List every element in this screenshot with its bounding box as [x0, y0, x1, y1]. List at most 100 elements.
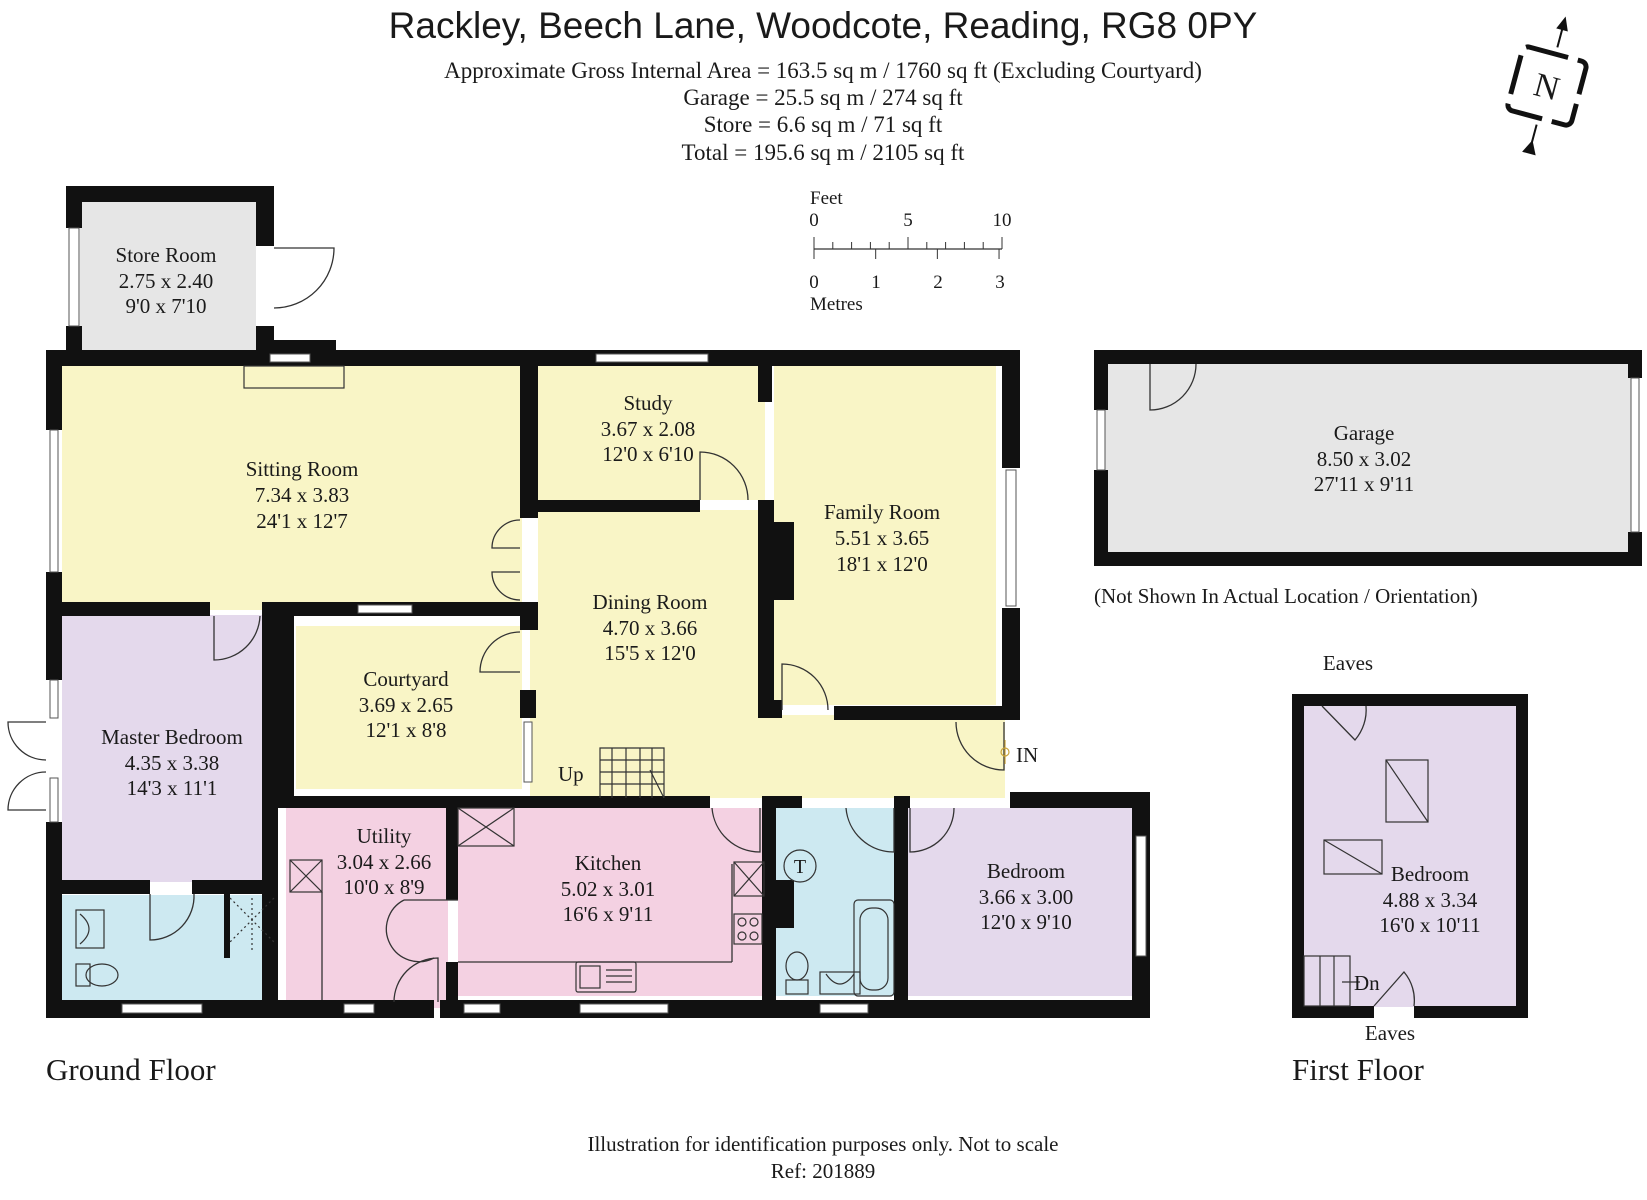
scale-metre-tick-3: 3 [995, 272, 1005, 293]
garage-wall-left-bottom [1094, 470, 1108, 566]
first-wall-top [1292, 694, 1520, 706]
master-bedroom-metric: 4.35 x 3.38 [125, 751, 220, 775]
window-courtyard-right [523, 721, 533, 783]
bathroom-fill [776, 808, 898, 996]
master-bedroom-imperial: 14'3 x 11'1 [127, 776, 218, 800]
store-wall-top [66, 186, 274, 202]
scale-metre-tick-0: 0 [809, 272, 819, 293]
eaves-bottom-label: Eaves [1365, 1021, 1415, 1045]
wall-sitting-dining [520, 366, 538, 518]
area-line-total: Total = 195.6 sq m / 2105 sq ft [682, 140, 965, 165]
velux-window-icon-1 [1385, 759, 1429, 823]
sitting-dining-door-bottom [491, 571, 521, 601]
first-wall-right [1516, 694, 1528, 1018]
footer: Illustration for identification purposes… [587, 1132, 1058, 1183]
window-courtyard-top [357, 604, 413, 614]
garage-door [1149, 363, 1197, 411]
store-wall-left-top [66, 186, 82, 228]
kitchen-appliance-icon [733, 861, 765, 897]
sitting-dining-door-top [491, 519, 521, 549]
bedroom-name: Bedroom [987, 859, 1065, 883]
ensuite-shower-wall [224, 894, 230, 958]
kitchen-worktop [385, 899, 435, 963]
window-garage-left [1096, 409, 1106, 471]
staircase-icon [599, 747, 665, 799]
window-kitchen-right [579, 1003, 669, 1014]
garage-metric: 8.50 x 3.02 [1317, 447, 1412, 471]
master-french-door-top [7, 721, 47, 761]
family-fireplace [772, 522, 794, 600]
reference-number: Ref: 201889 [771, 1159, 875, 1183]
first-floor-door-bottom [1373, 971, 1416, 1007]
first-bedroom-imperial: 16'0 x 10'11 [1379, 913, 1480, 937]
wall-left-lower [46, 822, 62, 1018]
garage-wall-top [1094, 350, 1642, 364]
courtyard-door [479, 631, 521, 673]
first-floor-label: First Floor [1292, 1052, 1424, 1087]
misc-labels: Up IN Dn Eaves Eaves (Not Shown In Actua… [46, 584, 1478, 1087]
study-imperial: 12'0 x 6'10 [602, 442, 694, 466]
first-floor-bedroom-fill [1302, 705, 1518, 1007]
wall-kitchen-bath [762, 796, 776, 1002]
ensuite-toilet-icon [75, 963, 119, 987]
master-door [213, 615, 261, 661]
bath-icon [853, 899, 895, 997]
entrance-label: IN [1016, 743, 1038, 767]
family-room-fill [774, 365, 996, 705]
dining-hall-fill [530, 510, 1005, 798]
bath-cylinder-wall [776, 880, 794, 928]
dining-room-imperial: 15'5 x 12'0 [604, 641, 696, 665]
garage-imperial: 27'11 x 9'11 [1314, 472, 1415, 496]
page-title: Rackley, Beech Lane, Woodcote, Reading, … [389, 5, 1258, 46]
wall-kitchen-top [452, 796, 710, 808]
store-room-fill [80, 202, 256, 350]
utility-imperial: 10'0 x 8'9 [343, 875, 424, 899]
stairs-down-label: Dn [1354, 971, 1380, 995]
scale-metre-tick-2: 2 [933, 272, 943, 293]
ensuite-door [149, 893, 195, 941]
sitting-room-fill [62, 365, 522, 610]
kitchen-fill [458, 808, 763, 996]
wall-right-family-top [1002, 350, 1020, 468]
garage-fill [1100, 362, 1633, 558]
window-store-left [68, 227, 80, 327]
stairs-up-label: Up [558, 762, 584, 786]
courtyard-name: Courtyard [363, 667, 449, 691]
sitting-room-imperial: 24'1 x 12'7 [256, 509, 348, 533]
courtyard-metric: 3.69 x 2.65 [359, 693, 454, 717]
basin-icon [819, 971, 861, 995]
master-bedroom-name: Master Bedroom [101, 725, 243, 749]
wall-family-bottom-right [834, 706, 1020, 720]
store-room-name: Store Room [116, 243, 217, 267]
bath-door [845, 807, 895, 853]
wall-top-bedroom [1010, 792, 1150, 808]
compass-frame [1505, 44, 1589, 128]
first-wall-bottom-right [1414, 1006, 1520, 1018]
velux-window-icon-1-diag [1385, 759, 1429, 823]
scale-ticks [813, 237, 1003, 259]
family-room-metric: 5.51 x 3.65 [835, 526, 930, 550]
compass: N [1505, 16, 1589, 156]
first-bedroom-metric: 4.88 x 3.34 [1383, 888, 1478, 912]
bedroom-imperial: 12'0 x 9'10 [980, 910, 1072, 934]
family-room-imperial: 18'1 x 12'0 [836, 552, 928, 576]
window-garage-right [1630, 377, 1640, 533]
courtyard-imperial: 12'1 x 8'8 [365, 718, 446, 742]
area-line-gross: Approximate Gross Internal Area = 163.5 … [444, 58, 1202, 83]
sitting-hearth [243, 365, 345, 389]
family-room-name: Family Room [824, 500, 940, 524]
window-ensuite [121, 1003, 203, 1014]
window-master-left-bottom [49, 777, 59, 823]
velux-window-icon-2-diag [1323, 839, 1383, 875]
toilet-icon [785, 951, 809, 995]
wall-left-mid [46, 572, 62, 680]
utility-name: Utility [357, 824, 412, 848]
kitchen-name: Kitchen [575, 851, 642, 875]
window-bath [819, 1003, 869, 1014]
wall-courtyard-left [278, 616, 294, 800]
scale-feet-tick-5: 5 [903, 210, 913, 231]
dining-room-name: Dining Room [593, 590, 708, 614]
kitchen-door [711, 807, 761, 853]
store-wall-right-top [256, 186, 274, 246]
dining-room-metric: 4.70 x 3.66 [603, 616, 698, 640]
